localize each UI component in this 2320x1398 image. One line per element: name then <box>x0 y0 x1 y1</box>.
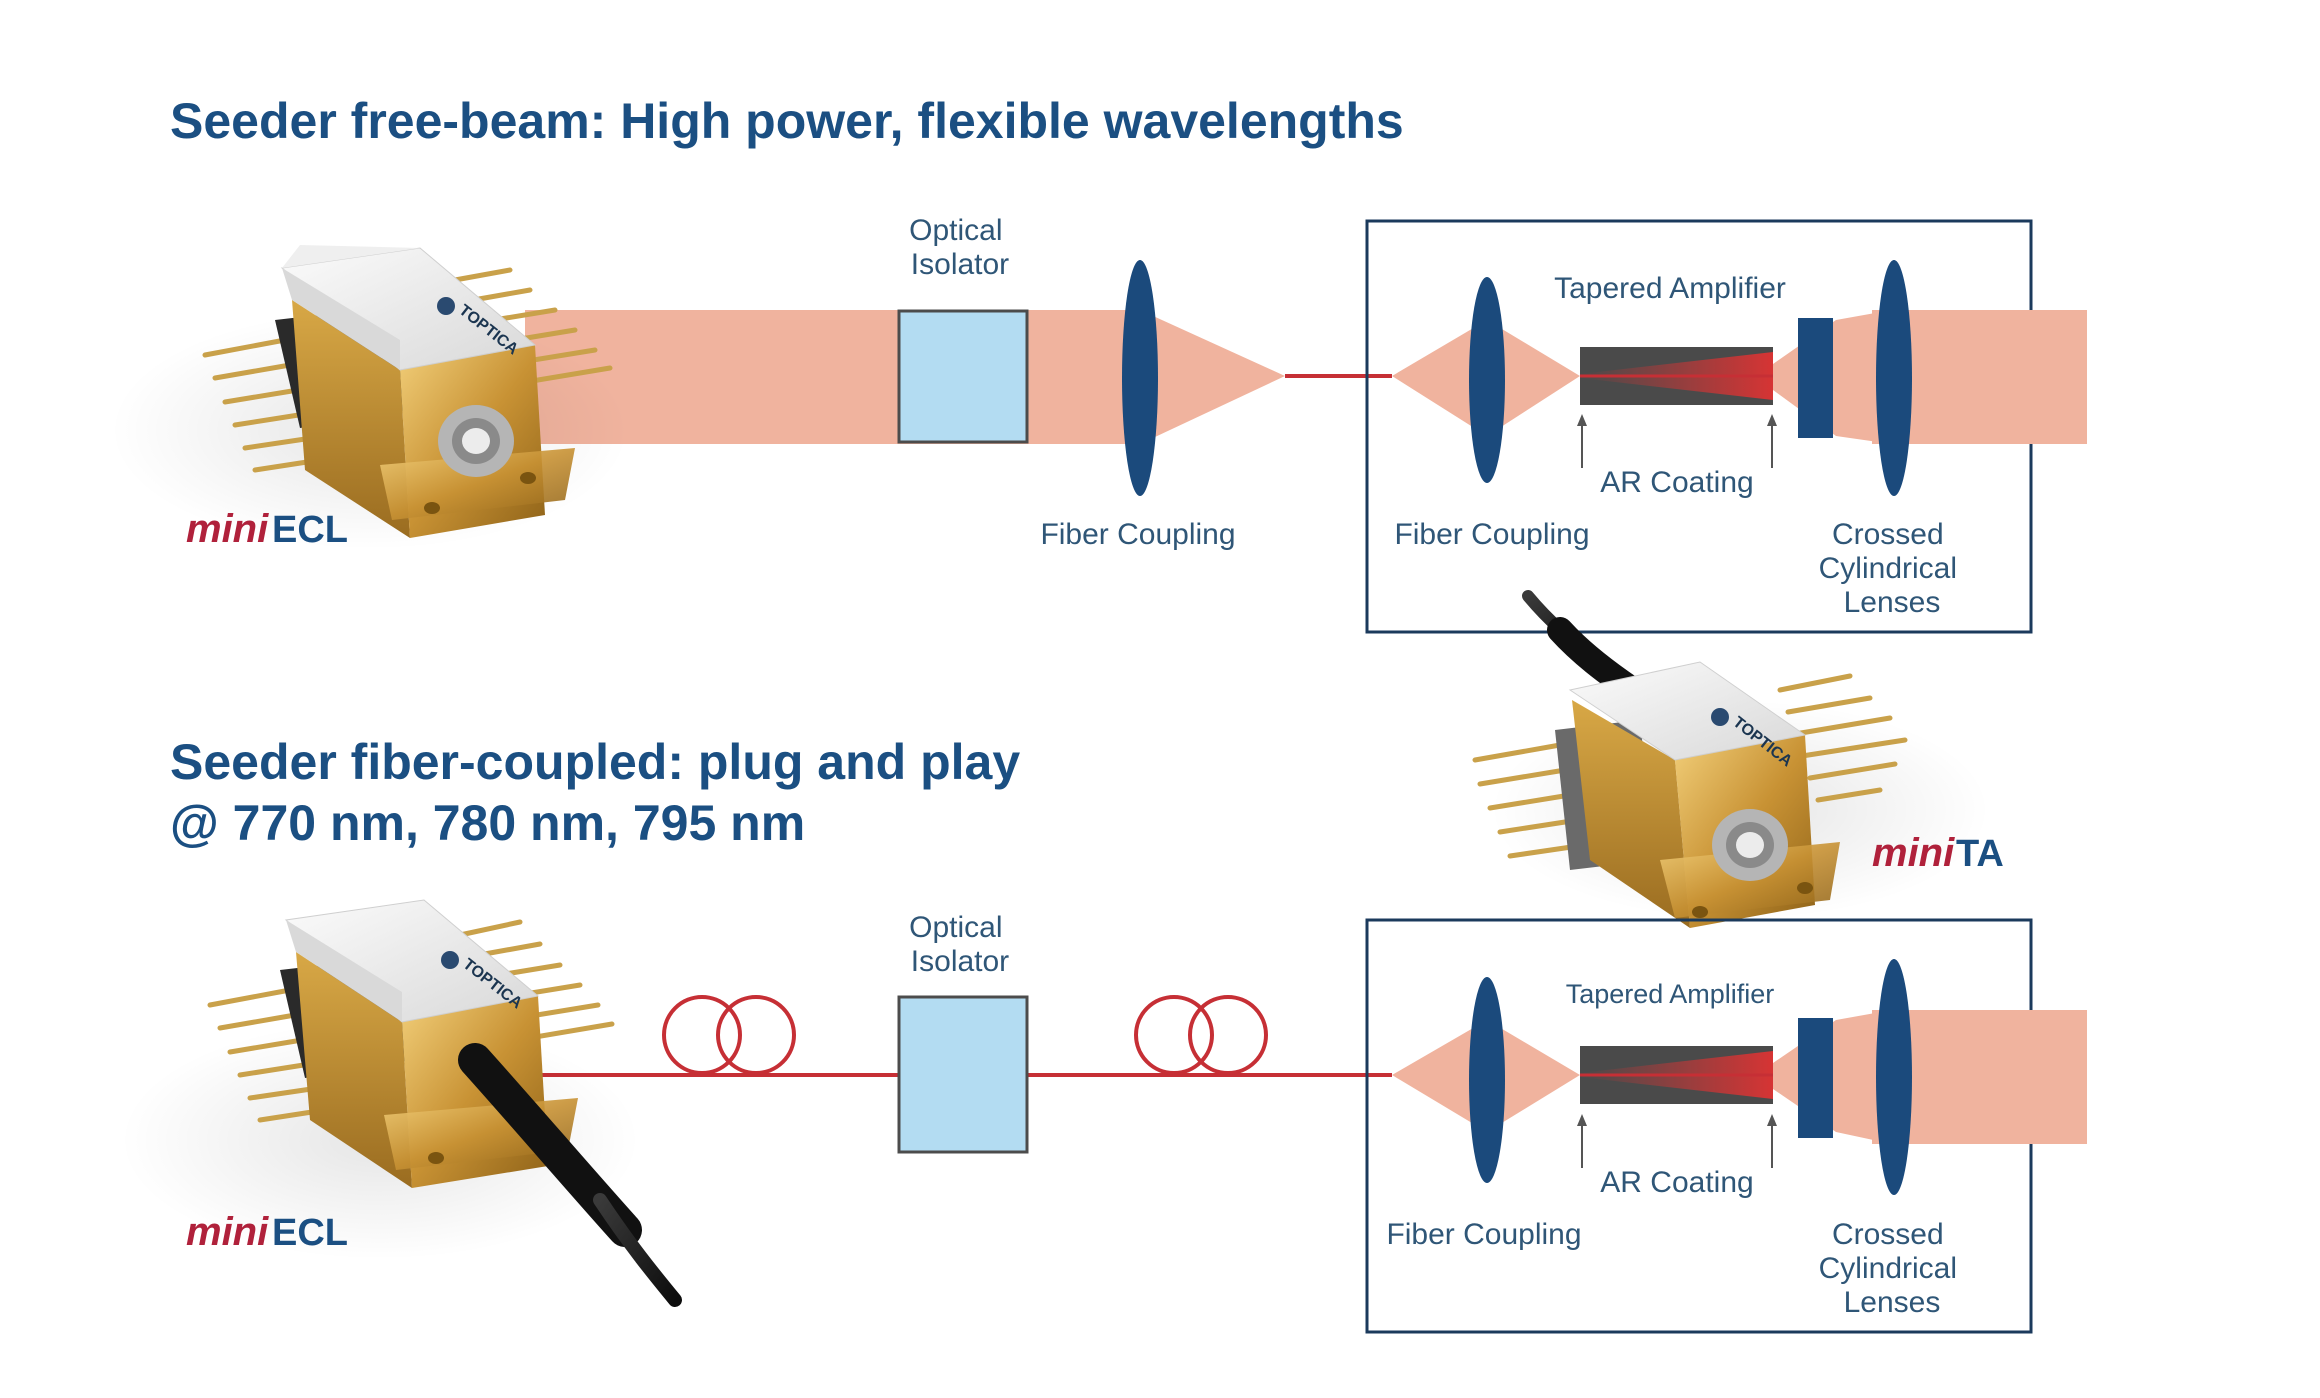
mini-ecl-device-top: TOPTICA <box>110 245 630 550</box>
mini-ta-name: TA <box>1956 833 2004 875</box>
cylindrical-lens-flat <box>1798 318 1833 438</box>
fiber-loop-1b <box>716 995 796 1075</box>
mini-ta-prefix: mini <box>1872 831 1955 875</box>
fiber-loop-2a <box>1134 995 1214 1075</box>
mini-ta-device: TOPTICA <box>1472 590 1990 928</box>
module-input-beam <box>1392 320 1487 436</box>
module-input-beam-bottom <box>1392 1020 1487 1132</box>
ar-coating-label: AR Coating <box>1600 466 1753 499</box>
fiber-loop-2b <box>1188 995 1268 1075</box>
module-focus-beam <box>1487 320 1580 436</box>
optical-isolator <box>897 309 1029 444</box>
tapered-amplifier-label-bottom: Tapered Amplifier <box>1566 979 1775 1009</box>
ar-arrowhead-left-bottom <box>1577 1114 1587 1126</box>
crossed-lenses-label-bottom: Crossed Cylindrical Lenses <box>1819 1218 1966 1319</box>
mini-ecl-device-bottom: TOPTICA <box>120 899 682 1307</box>
coupling-lens <box>1122 260 1158 496</box>
ar-arrowhead-right <box>1767 414 1777 426</box>
isolator-label: Optical Isolator <box>909 214 1011 281</box>
cylindrical-lens-round-bottom <box>1876 959 1912 1195</box>
ar-arrowhead-right-bottom <box>1767 1114 1777 1126</box>
converging-beam <box>1140 310 1285 444</box>
fiber-coupling-label: Fiber Coupling <box>1040 518 1235 551</box>
ar-coating-label-bottom: AR Coating <box>1600 1166 1753 1199</box>
cylindrical-lens-round <box>1876 260 1912 496</box>
fiber-loop-1a <box>662 995 742 1075</box>
optical-isolator-bottom <box>897 995 1029 1154</box>
ar-arrowhead-left <box>1577 414 1587 426</box>
mini-ecl-prefix-top: mini <box>186 507 269 551</box>
bottom-section-title: Seeder fiber-coupled: plug and play @ 77… <box>170 734 1034 851</box>
mini-ecl-name-top: ECL <box>272 509 348 551</box>
module-fiber-coupling-label-bottom: Fiber Coupling <box>1386 1218 1581 1251</box>
mini-ecl-prefix-bottom: mini <box>186 1210 269 1254</box>
module-coupling-lens-bottom <box>1469 977 1505 1183</box>
module-focus-beam-bottom <box>1487 1020 1580 1132</box>
module-fiber-coupling-label: Fiber Coupling <box>1394 518 1589 551</box>
mini-ecl-name-bottom: ECL <box>272 1212 348 1254</box>
cylindrical-lens-flat-bottom <box>1798 1018 1833 1138</box>
isolator-label-bottom: Optical Isolator <box>909 911 1011 978</box>
module-coupling-lens <box>1469 277 1505 483</box>
top-section-title: Seeder free-beam: High power, flexible w… <box>170 93 1404 149</box>
tapered-amplifier-label: Tapered Amplifier <box>1554 272 1786 305</box>
crossed-lenses-label: Crossed Cylindrical Lenses <box>1819 518 1966 619</box>
